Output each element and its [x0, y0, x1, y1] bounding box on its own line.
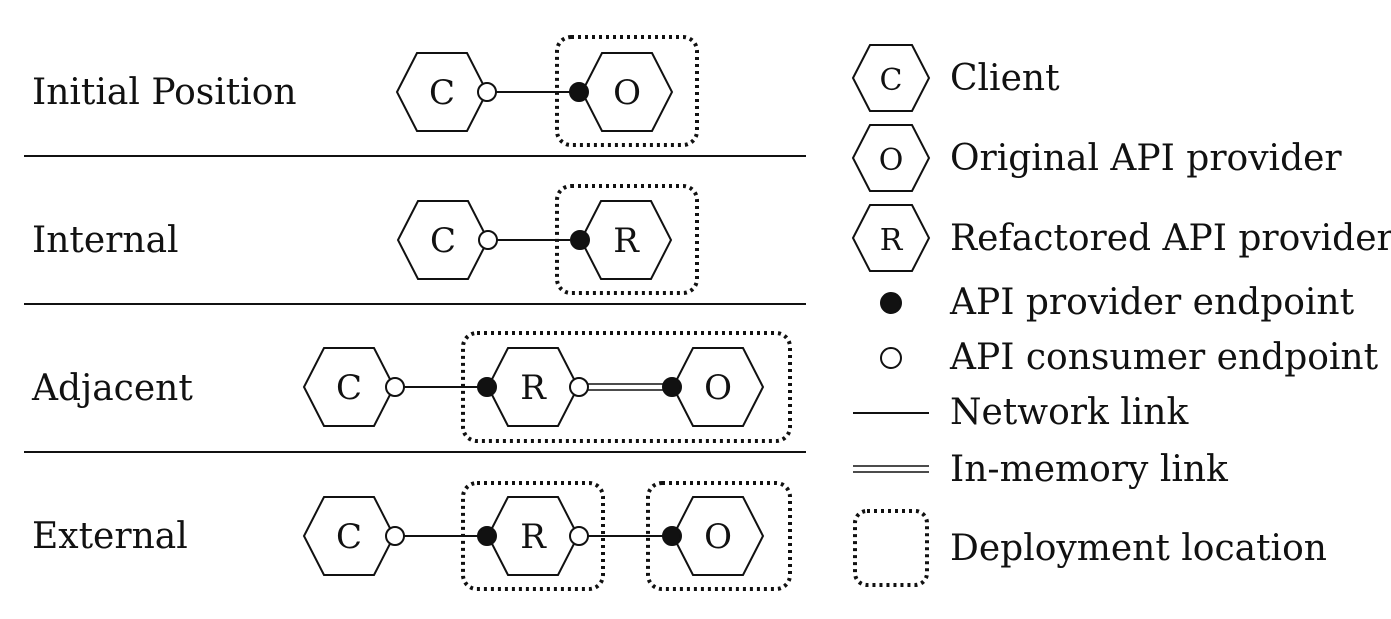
api-provider-endpoint — [570, 230, 590, 250]
legend-deployment-location-symbol — [853, 509, 929, 587]
legend: C Client O Original API provider R Refac… — [851, 44, 1391, 587]
legend-provider-endpoint-symbol — [880, 292, 902, 314]
api-provider-endpoint — [477, 377, 497, 397]
hexagon-letter: C — [429, 73, 455, 113]
hexagon-letter: O — [704, 368, 732, 408]
api-provider-endpoint — [662, 526, 682, 546]
row-adjacent: C R O — [302, 331, 792, 443]
api-consumer-endpoint — [478, 230, 498, 250]
legend-label-provider-endpoint: API provider endpoint — [949, 282, 1355, 323]
legend-original-symbol: O — [851, 124, 931, 192]
legend-label-deployment-location: Deployment location — [950, 528, 1327, 569]
legend-label-in-memory-link: In-memory link — [950, 449, 1229, 490]
api-consumer-endpoint — [385, 526, 405, 546]
hexagon-letter: R — [880, 223, 904, 258]
api-provider-endpoint — [477, 526, 497, 546]
row-initial-position: C O — [395, 35, 699, 147]
legend-label-consumer-endpoint: API consumer endpoint — [949, 337, 1379, 378]
hexagon-letter: C — [336, 368, 362, 408]
deployment-location-box — [461, 331, 792, 443]
row-internal: C R — [396, 184, 699, 295]
client-hexagon: C — [302, 496, 396, 576]
api-provider-endpoint — [569, 82, 589, 102]
legend-consumer-endpoint-symbol — [880, 347, 902, 369]
hexagon-letter: R — [520, 517, 547, 557]
original-provider-hexagon: O — [580, 52, 674, 132]
legend-in-memory-link-symbol — [853, 465, 929, 473]
legend-label-refactored: Refactored API provider — [950, 218, 1391, 259]
api-consumer-endpoint — [569, 377, 589, 397]
hexagon-letter: O — [879, 143, 904, 178]
row-label-internal: Internal — [32, 220, 179, 261]
client-hexagon: C — [302, 347, 396, 427]
hexagon-letter: O — [704, 517, 732, 557]
row-external: C R O — [302, 481, 792, 591]
hexagon-letter: R — [613, 221, 640, 261]
deployment-location-box — [646, 481, 792, 591]
original-provider-hexagon: O — [671, 496, 765, 576]
hexagon-letter: C — [336, 517, 362, 557]
api-provider-endpoint — [662, 377, 682, 397]
hexagon-letter: C — [880, 63, 903, 98]
hexagon-letter: O — [613, 73, 641, 113]
deployment-location-box — [555, 35, 699, 147]
legend-label-network-link: Network link — [950, 392, 1189, 433]
refactored-provider-hexagon: R — [579, 200, 673, 280]
client-hexagon: C — [396, 200, 490, 280]
hexagon-letter: C — [430, 221, 456, 261]
original-provider-hexagon: O — [671, 347, 765, 427]
row-label-external: External — [32, 516, 188, 557]
api-consumer-endpoint — [569, 526, 589, 546]
api-consumer-endpoint — [477, 82, 497, 102]
api-consumer-endpoint — [385, 377, 405, 397]
client-hexagon: C — [395, 52, 489, 132]
row-label-adjacent: Adjacent — [31, 368, 193, 409]
hexagon-letter: R — [520, 368, 547, 408]
row-label-initial-position: Initial Position — [32, 72, 297, 113]
refactored-provider-hexagon: R — [486, 496, 580, 576]
legend-label-client: Client — [950, 58, 1060, 99]
refactored-provider-hexagon: R — [486, 347, 580, 427]
legend-label-original: Original API provider — [950, 138, 1342, 179]
legend-client-symbol: C — [851, 44, 931, 112]
legend-refactored-symbol: R — [851, 204, 931, 272]
